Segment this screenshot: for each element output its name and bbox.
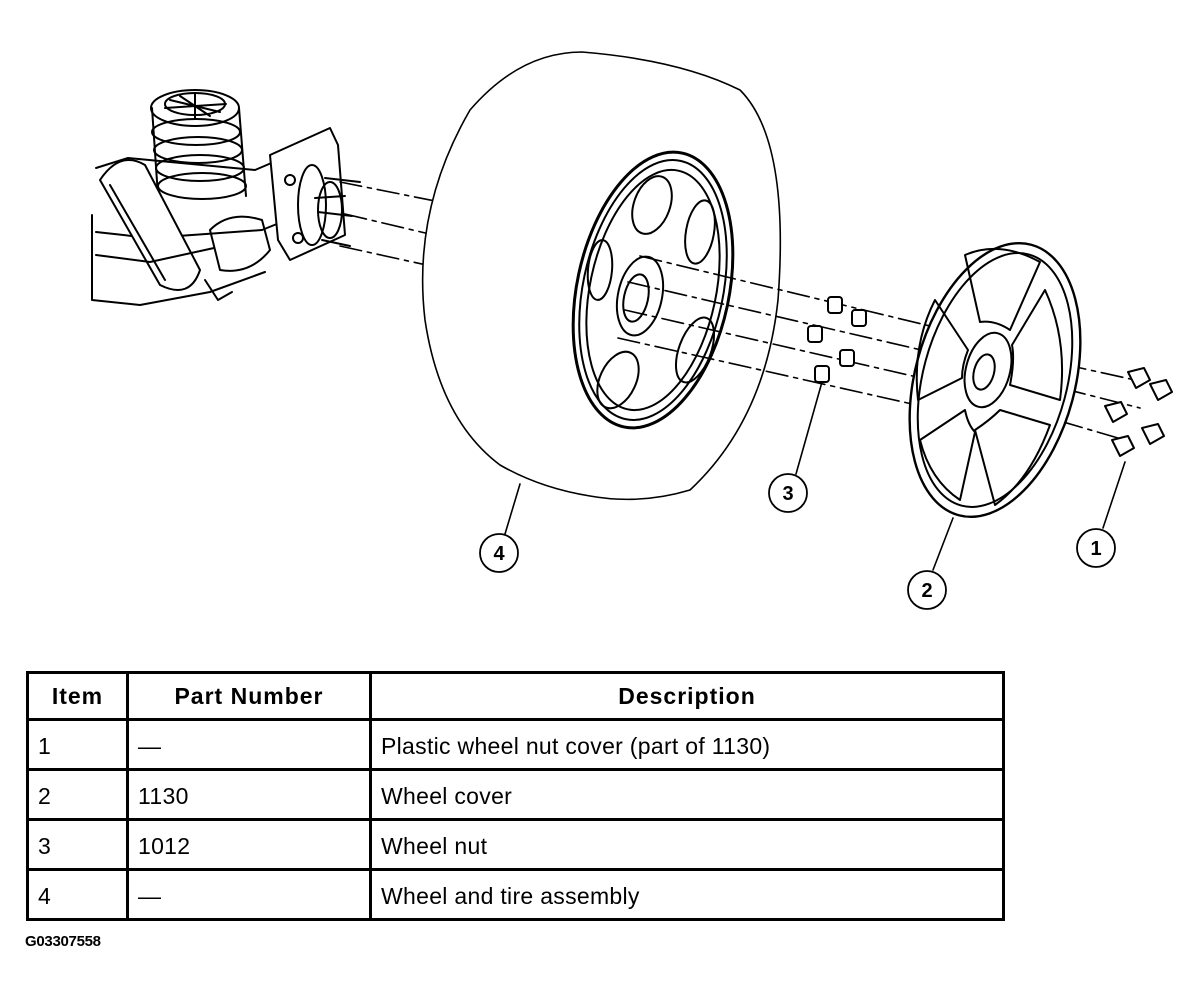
steel-wheel bbox=[571, 150, 735, 430]
cell-part-number: 1012 bbox=[126, 818, 372, 871]
cell-description: Wheel nut bbox=[369, 818, 1005, 871]
callout-label-2: 2 bbox=[921, 580, 932, 602]
table-row: 4 — Wheel and tire assembly bbox=[26, 868, 1005, 921]
cell-item: 2 bbox=[26, 768, 129, 821]
header-item: Item bbox=[26, 671, 129, 721]
suspension-axle-illustration bbox=[91, 89, 441, 306]
table-header-row: Item Part Number Description bbox=[26, 671, 1005, 721]
cell-description: Wheel cover bbox=[369, 768, 1005, 821]
callout-circle-1 bbox=[1076, 528, 1116, 568]
parts-table: Item Part Number Description 1 — Plastic… bbox=[26, 671, 1005, 921]
cell-description: Plastic wheel nut cover (part of 1130) bbox=[369, 718, 1005, 771]
callout-circle-3 bbox=[768, 473, 808, 513]
wheel-cover bbox=[908, 241, 1082, 519]
cell-item: 4 bbox=[26, 868, 129, 921]
cell-item: 3 bbox=[26, 818, 129, 871]
callout-circle-2 bbox=[907, 570, 947, 610]
table-row: 1 — Plastic wheel nut cover (part of 113… bbox=[26, 718, 1005, 771]
callout-label-4: 4 bbox=[493, 543, 505, 565]
header-part-number: Part Number bbox=[126, 671, 372, 721]
cell-part-number: — bbox=[126, 718, 372, 771]
callout-circle-4 bbox=[479, 533, 519, 573]
plastic-nut-covers bbox=[1104, 367, 1173, 457]
header-description: Description bbox=[369, 671, 1005, 721]
callout-label-3: 3 bbox=[782, 483, 793, 505]
table-row: 3 1012 Wheel nut bbox=[26, 818, 1005, 871]
callout-label-1: 1 bbox=[1090, 538, 1101, 560]
callout-leaders bbox=[504, 381, 1126, 571]
wheel-nuts bbox=[807, 296, 867, 383]
cell-part-number: 1130 bbox=[126, 768, 372, 821]
figure-id: G03307558 bbox=[25, 933, 101, 950]
cell-description: Wheel and tire assembly bbox=[369, 868, 1005, 921]
cell-item: 1 bbox=[26, 718, 129, 771]
table-row: 2 1130 Wheel cover bbox=[26, 768, 1005, 821]
cell-part-number: — bbox=[126, 868, 372, 921]
wheel-assembly-diagram: 1 2 3 4 bbox=[91, 51, 1173, 610]
